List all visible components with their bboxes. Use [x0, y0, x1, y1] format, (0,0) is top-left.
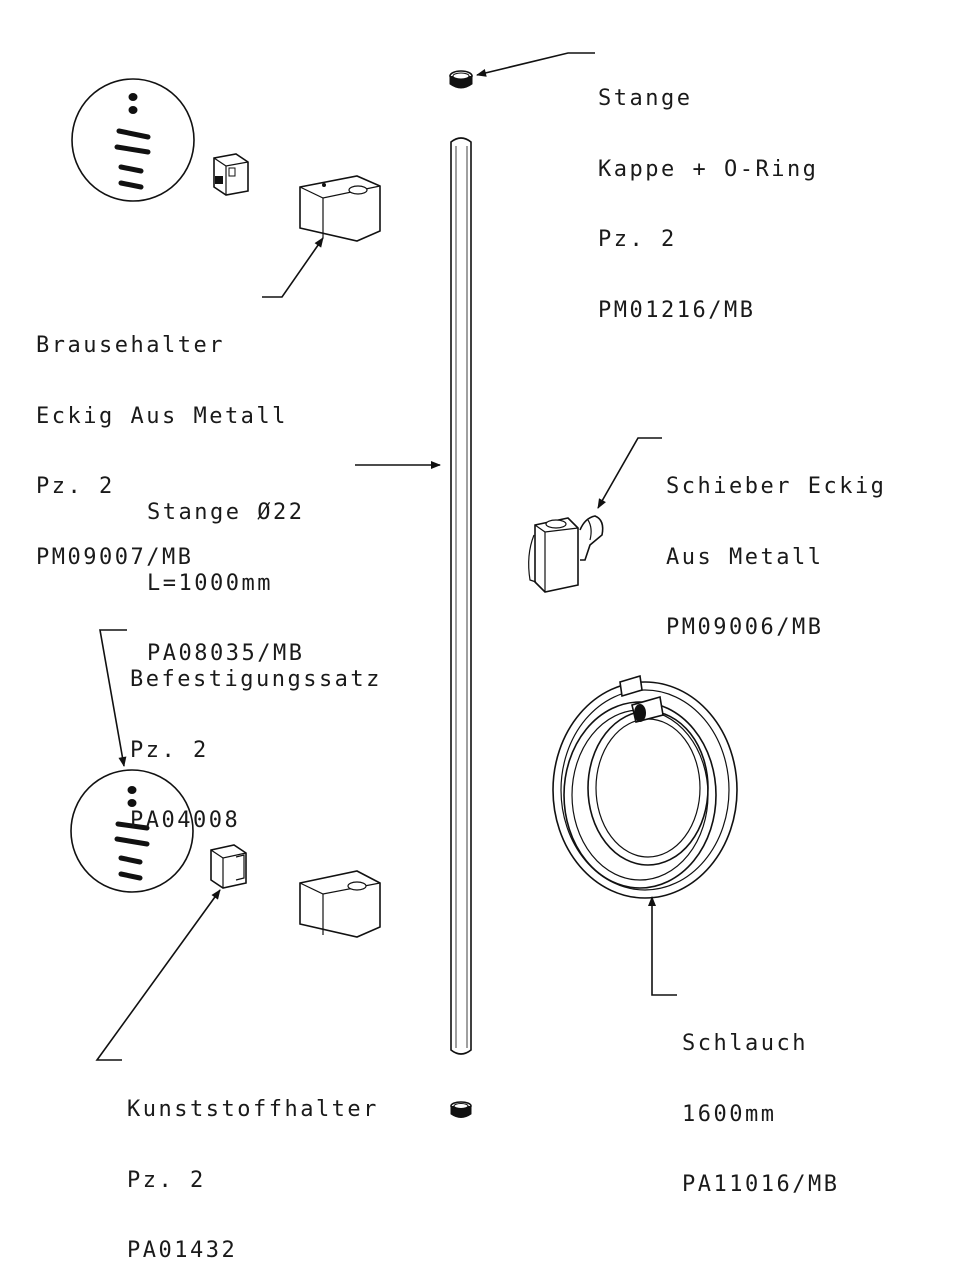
fixing-set-qty: Pz. 2 [130, 737, 209, 763]
rod-length: L=1000mm [147, 570, 273, 596]
slider-desc: Aus Metall [666, 544, 824, 570]
slider-code: PM09006/MB [666, 615, 824, 640]
shower-holder-name: Brausehalter [36, 333, 225, 358]
shower-holder-label: Brausehalter Eckig Aus Metall Pz. 2 PM09… [36, 287, 288, 593]
slider [528, 515, 604, 593]
hose-label: Schlauch 1600mm PA11016/MB [682, 985, 839, 1220]
hose-length: 1600mm [682, 1101, 777, 1127]
fixing-set-bottom [70, 769, 194, 893]
shower-holder-desc: Eckig Aus Metall [36, 403, 288, 429]
shower-holder-code: PM09007/MB [36, 544, 194, 570]
slider-leader [597, 437, 662, 509]
end-cap-top [449, 70, 473, 89]
plastic-holder-bottom [210, 844, 247, 889]
hose-leader [648, 896, 677, 996]
fixing-set-leader [99, 629, 127, 767]
parts-exploded-diagram [70, 52, 738, 1118]
hose-code: PA11016/MB [682, 1172, 840, 1197]
fixing-set-code: PA04008 [130, 808, 241, 833]
end-cap-code: PM01216/MB [598, 297, 756, 323]
hose-coil [552, 674, 738, 899]
shower-holder-qty: Pz. 2 [36, 474, 115, 499]
shower-holder-bottom [299, 870, 381, 938]
rod-code: PA08035/MB [147, 641, 305, 666]
plastic-holder-leader [95, 889, 221, 1061]
rod-label: Stange Ø22 L=1000mm PA08035/MB [147, 454, 304, 689]
fixing-set-label: Befestigungssatz Pz. 2 PA04008 [130, 621, 382, 856]
end-cap-leader [476, 52, 595, 77]
plastic-holder-qty: Pz. 2 [127, 1167, 206, 1193]
fixing-set-name: Befestigungssatz [130, 667, 382, 692]
end-cap-bottom [450, 1101, 472, 1118]
fixing-set-top [71, 78, 195, 202]
rod-name: Stange Ø22 [147, 500, 305, 525]
slider-label: Schieber Eckig Aus Metall PM09006/MB [666, 428, 886, 663]
shower-holder-leader [262, 237, 324, 298]
slider-name: Schieber Eckig [666, 474, 887, 499]
end-cap-qty: Pz. 2 [598, 227, 677, 252]
plastic-holder-code: PA01432 [127, 1238, 238, 1263]
plastic-holder-label: Kunststoffhalter Pz. 2 PA01432 [127, 1051, 379, 1286]
plastic-holder-name: Kunststoffhalter [127, 1097, 379, 1122]
shower-holder-top [299, 175, 381, 242]
end-cap-label: Stange Kappe + O-Ring Pz. 2 PM01216/MB [598, 40, 818, 346]
end-cap-name: Stange [598, 86, 693, 111]
rod [450, 137, 472, 1055]
end-cap-desc: Kappe + O-Ring [598, 156, 819, 182]
plastic-holder-top [213, 153, 249, 196]
hose-name: Schlauch [682, 1031, 808, 1056]
